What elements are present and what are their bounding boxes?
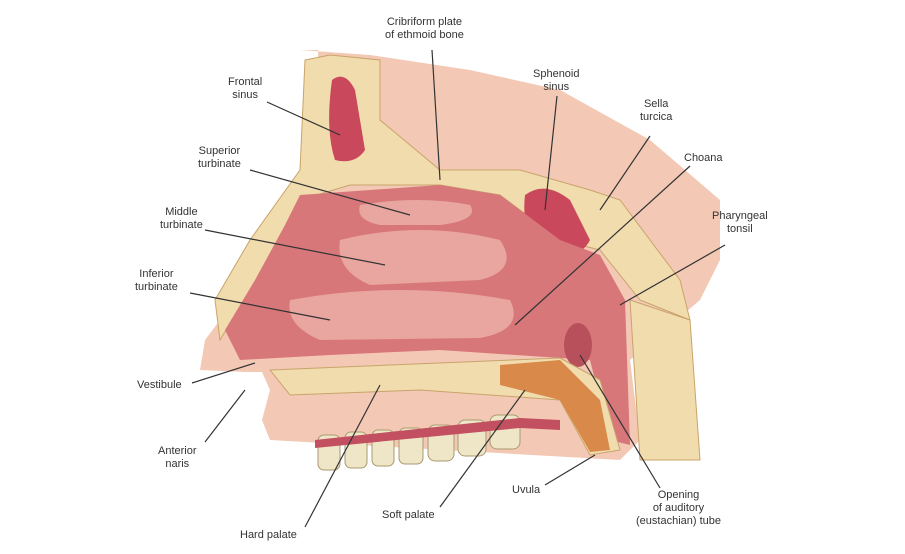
soft-palate-muscle [500,360,610,452]
label-line: Sella [643,98,669,110]
leader-hard-palate [304,384,381,528]
label-line: naris [165,458,190,470]
middle-turbinate-shape [339,230,507,285]
label-soft-palate: Soft palate [382,509,435,521]
label-vestibule: Vestibule [137,379,182,391]
auditory-tube-opening [564,323,592,367]
leader-superior-turbinate [249,169,411,216]
label-line: Superior [198,145,241,157]
label-hard-palate: Hard palate [240,529,297,541]
label-line: of ethmoid bone [385,29,464,41]
leader-sella-turcica [599,135,651,211]
label-line: of auditory [652,502,705,514]
label-line: sinus [232,89,258,101]
label-line: turbinate [160,219,203,231]
leader-middle-turbinate [204,229,386,266]
inferior-turbinate-shape [289,290,514,340]
pharynx-wall [629,299,701,461]
label-line: Inferior [139,268,174,280]
leader-anterior-naris [204,389,246,443]
label-line: Cribriform plate [386,16,463,28]
leader-soft-palate [439,389,526,508]
label-choana: Choana [684,152,723,164]
label-uvula: Uvula [512,484,541,496]
leader-frontal-sinus [266,101,341,136]
leader-uvula [544,454,596,486]
label-line: Frontal [228,76,263,88]
leader-pharyngeal-tonsil [619,244,726,306]
leader-cribriform [431,49,441,181]
leader-vestibule [191,362,256,384]
label-line: sinus [543,81,570,93]
label-line: Sphenoid [533,68,580,80]
label-line: turbinate [135,281,178,293]
label-line: Middle [165,206,198,218]
leader-inferior-turbinate [189,292,331,321]
leader-auditory-tube [579,354,661,489]
label-line: turbinate [198,158,241,170]
label-line: turcica [640,111,673,123]
label-line: Pharyngeal [712,210,768,222]
label-line: tonsil [726,223,753,235]
leader-sphenoid-sinus [544,95,558,211]
label-line: Anterior [158,445,197,457]
superior-turbinate-shape [359,200,472,225]
label-line: Opening [657,489,700,501]
leader-choana [514,165,691,326]
label-line: (eustachian) tube [636,515,721,527]
frontal-sinus [329,76,365,162]
leader-lines [189,49,726,528]
